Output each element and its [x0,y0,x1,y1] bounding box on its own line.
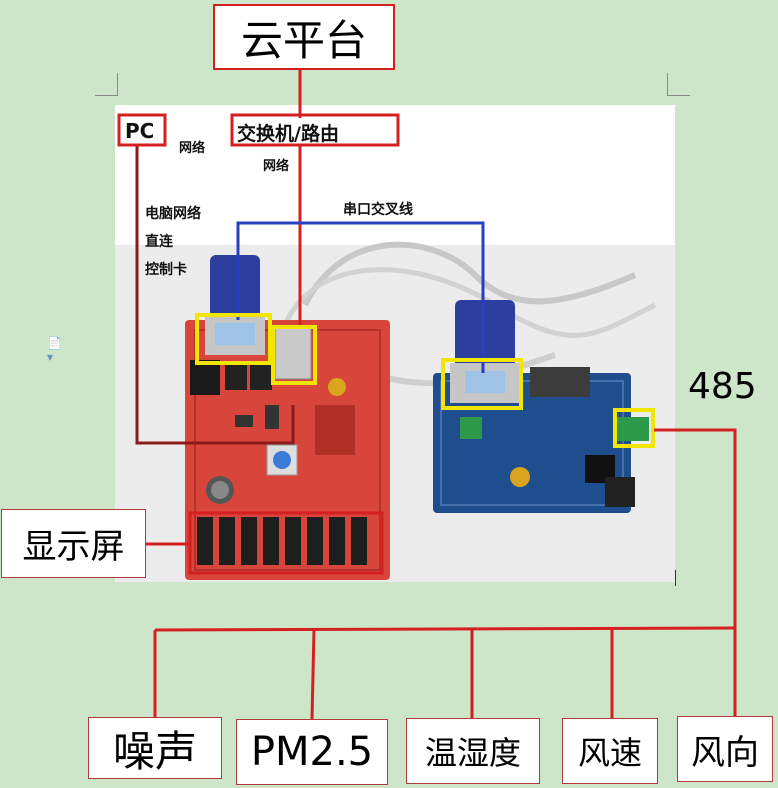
sensor-box-wind-speed: 风速 [562,718,658,784]
display-screen-box: 显示屏 [1,509,146,578]
rs485-label: 485 [688,366,757,407]
rs485-terminal-highlight [613,408,655,448]
cloud-platform-box: 云平台 [213,4,395,70]
network-right-label: 网络 [263,159,290,174]
sensor-box-temp-humidity: 温湿度 [406,718,540,784]
hardware-photo: PC 交换机/路由 网络 网络 电脑网络 直连 控制卡 串口交叉线 [115,105,675,582]
serial-cross-label: 串口交叉线 [343,202,413,218]
network-left-label: 网络 [179,141,206,156]
db9-connector-highlight [441,358,523,410]
page-corner-mark-top-left [95,73,118,96]
pc-direct-label-3: 控制卡 [145,262,187,278]
sensor-box-noise: 噪声 [88,717,222,779]
text-cursor [675,570,676,586]
sensor-box-wind-direction: 风向 [677,716,773,782]
hardware-photo-drawing [115,113,675,582]
pc-direct-label-1: 电脑网络 [145,206,201,222]
display-output-highlight [188,511,384,575]
vga-connector-highlight [195,313,272,365]
pc-direct-label-2: 直连 [145,234,173,250]
paste-options-icon[interactable]: 📄▾ [47,336,62,364]
sensor-box-pm25: PM2.5 [236,719,388,785]
switch-router-label: 交换机/路由 [237,123,339,145]
page-corner-mark-top-right [667,73,690,96]
pc-label: PC [125,119,155,143]
